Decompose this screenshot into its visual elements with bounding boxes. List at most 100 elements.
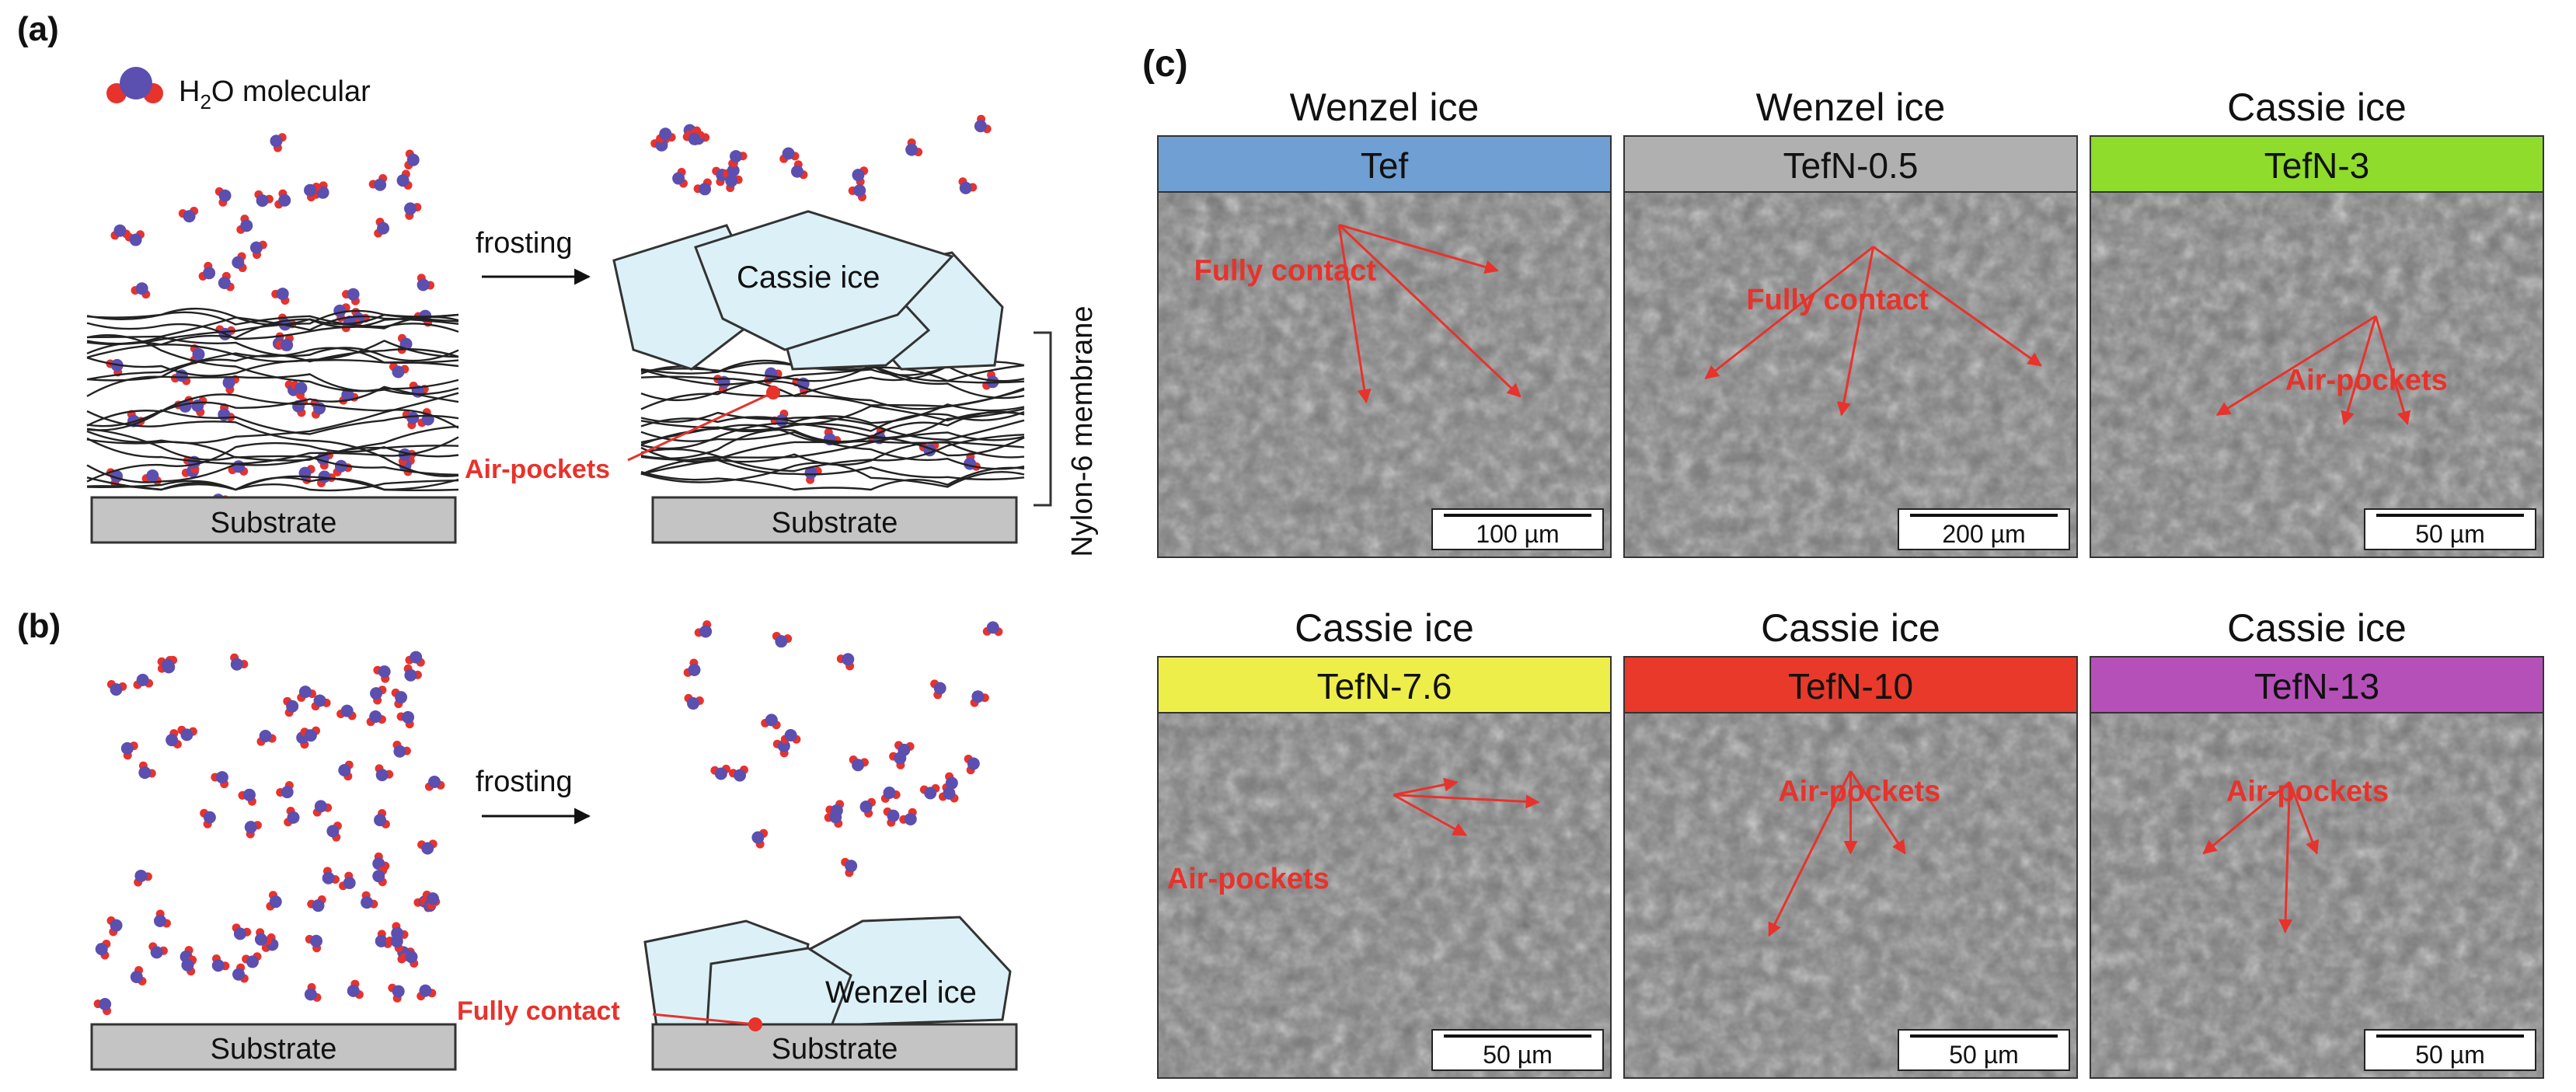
fiber-line — [86, 316, 459, 340]
fully-contact-label: Fully contact — [457, 996, 620, 1026]
water-molecule-icon — [148, 942, 168, 959]
water-molecule-icon — [370, 686, 387, 705]
water-molecule-icon — [970, 690, 989, 707]
water-molecule-icon — [728, 765, 748, 782]
substrate-right-b-label: Substrate — [772, 1033, 898, 1066]
ice-type-heading: Wenzel ice — [1756, 85, 1946, 129]
water-molecule-icon — [824, 811, 843, 829]
water-molecule-icon — [95, 940, 111, 960]
fiber-line — [86, 336, 459, 362]
fiber-line — [640, 431, 1025, 476]
water-molecule-icon — [342, 288, 360, 305]
water-molecule-icon — [244, 821, 262, 839]
water-molecule-icon — [836, 653, 855, 671]
water-molecules-left-b — [93, 651, 445, 1016]
water-molecule-icon — [848, 184, 866, 202]
water-molecule-icon — [424, 775, 445, 791]
water-molecule-icon — [396, 169, 413, 190]
wenzel-ice-crystals — [643, 916, 1012, 1031]
water-molecule-icon — [751, 829, 769, 849]
sem-image-frame — [1623, 712, 2078, 1079]
water-molecule-icon — [849, 755, 869, 772]
water-molecules-right-b — [683, 620, 1003, 877]
scale-bar-label: 50 µm — [2415, 1041, 2485, 1069]
annotation-arrow — [2278, 782, 2293, 933]
water-molecule-icon — [249, 240, 267, 260]
sem-image-texture — [1158, 192, 1611, 557]
water-molecule-icon — [232, 963, 249, 983]
fiber-line — [86, 386, 459, 427]
air-pockets-label-a: Air-pockets — [465, 455, 610, 484]
water-molecule-icon — [725, 174, 743, 193]
water-molecule-icon — [106, 916, 123, 937]
sem-image-frame — [2090, 191, 2544, 558]
fiber-line — [86, 476, 459, 492]
air-pocket-dot-a — [766, 386, 780, 399]
water-molecule-icon — [694, 620, 713, 638]
water-molecule-icon — [672, 167, 688, 188]
water-molecule-icon — [417, 408, 434, 427]
sem-annotation: Air-pockets — [1778, 775, 1940, 808]
water-molecule-icon — [120, 741, 138, 760]
fiber-line — [640, 462, 1025, 488]
membrane-bracket — [1034, 331, 1052, 507]
water-molecule-icon — [242, 952, 262, 968]
annotation-arrow — [1337, 225, 1372, 404]
ice-type-heading: Cassie ice — [2227, 85, 2407, 129]
water-molecule-icon — [372, 866, 388, 887]
sample-name: TefN-7.6 — [1317, 666, 1452, 706]
water-molecule-icon — [238, 788, 256, 806]
substrate-left-a — [90, 496, 457, 544]
fiber-line — [640, 410, 1025, 460]
water-molecule-icon — [211, 954, 230, 972]
water-molecule-icon — [134, 869, 152, 887]
water-molecule-icon — [385, 935, 403, 953]
frosting-label-a: frosting — [476, 227, 573, 260]
annotation-arrow — [1872, 246, 2042, 367]
sem-image-texture — [1158, 713, 1611, 1078]
water-molecule-icon — [177, 725, 197, 741]
water-molecule-icon — [300, 726, 321, 742]
scale-bar-label: 50 µm — [2415, 520, 2485, 548]
nylon-fibers-right — [640, 359, 1025, 491]
fiber-line — [86, 441, 459, 483]
water-molecule-icon — [982, 621, 1003, 637]
water-molecule-icon — [790, 160, 808, 180]
water-molecule-icon — [693, 178, 712, 196]
water-molecule-icon — [399, 951, 419, 968]
sem-annotation: Air-pockets — [1167, 863, 1330, 895]
water-molecule-icon — [312, 800, 333, 817]
water-molecule-icon — [333, 459, 353, 476]
scale-bar-label: 50 µm — [1483, 1041, 1553, 1069]
legend-molecule-icon — [106, 67, 163, 103]
water-molecule-icon — [232, 923, 252, 940]
water-molecule-icon — [106, 680, 127, 696]
water-molecule-icon — [254, 928, 273, 946]
fiber-line — [86, 340, 459, 363]
water-molecule-icon — [275, 334, 294, 351]
fiber-line — [640, 362, 1025, 382]
membrane-label: Nylon-6 membrane — [1066, 305, 1099, 556]
water-molecule-icon — [684, 693, 704, 710]
water-molecule-icon — [326, 822, 342, 842]
water-molecule-icon — [305, 934, 322, 953]
water-molecule-icon — [276, 781, 294, 799]
sample-name-bar — [2090, 135, 2544, 193]
sample-name-bar — [1623, 656, 2078, 713]
cassie-ice-crystals — [612, 210, 1004, 371]
fiber-line — [86, 409, 459, 435]
water-molecule-icon — [236, 215, 253, 234]
fiber-line — [86, 393, 459, 431]
ice-type-heading: Cassie ice — [2227, 606, 2407, 650]
substrate-left-b-label: Substrate — [211, 1033, 337, 1066]
air-pockets-leader-a — [627, 391, 774, 462]
sem-annotation: Air-pockets — [2226, 775, 2389, 808]
water-molecule-icon — [366, 710, 386, 727]
scale-bar-label: 50 µm — [1949, 1041, 2019, 1069]
water-molecule-icon — [859, 797, 877, 818]
